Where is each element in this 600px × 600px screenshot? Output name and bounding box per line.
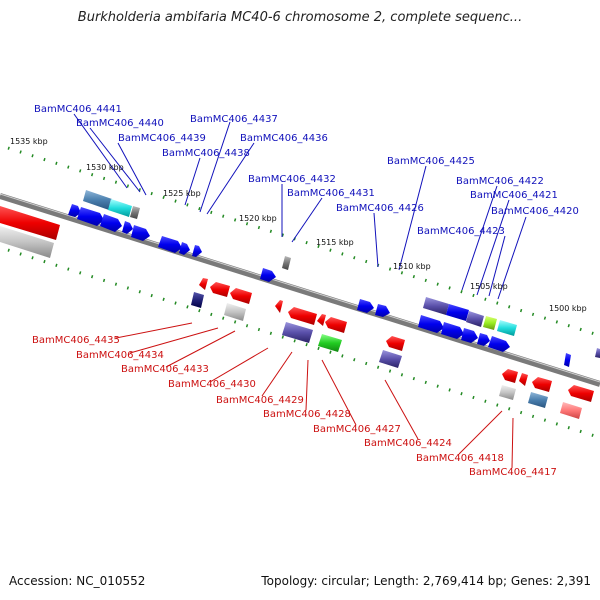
gene-feature[interactable] — [483, 316, 497, 330]
gene-label[interactable]: BamMC406_4420 — [491, 206, 579, 217]
gene-feature[interactable] — [131, 225, 150, 241]
gene-label[interactable]: BamMC406_4438 — [162, 148, 250, 159]
gene-label[interactable]: BamMC406_4427 — [313, 424, 401, 435]
gene-feature[interactable] — [224, 303, 246, 321]
gene-feature[interactable] — [386, 336, 405, 351]
gene-label[interactable]: BamMC406_4430 — [168, 379, 256, 390]
gene-feature[interactable] — [199, 278, 208, 290]
upper-gene-labels: BamMC406_4441 BamMC406_4440 BamMC406_443… — [34, 104, 579, 237]
scale-label: 1530 kbp — [86, 163, 124, 172]
scale-dots-upper — [7, 146, 596, 336]
gene-label[interactable]: BamMC406_4437 — [190, 114, 278, 125]
gene-feature[interactable] — [423, 297, 449, 315]
gene-feature[interactable] — [317, 314, 326, 326]
gene-feature[interactable] — [499, 385, 516, 400]
gene-feature[interactable] — [325, 317, 347, 333]
gene-feature[interactable] — [446, 304, 469, 321]
lower-gene-labels: BamMC406_4435 BamMC406_4434 BamMC406_443… — [32, 335, 557, 478]
gene-feature[interactable] — [477, 333, 490, 346]
scale-label: 1500 kbp — [549, 304, 587, 313]
gene-feature[interactable] — [564, 353, 571, 367]
gene-label[interactable]: BamMC406_4418 — [416, 453, 504, 464]
scale-label: 1510 kbp — [393, 262, 431, 271]
gene-label[interactable]: BamMC406_4433 — [121, 364, 209, 375]
gene-label[interactable]: BamMC406_4434 — [76, 350, 164, 361]
gene-feature[interactable] — [210, 282, 230, 297]
gene-feature[interactable] — [357, 299, 374, 313]
gene-feature[interactable] — [191, 292, 204, 308]
gene-feature[interactable] — [77, 207, 104, 226]
gene-feature[interactable] — [379, 350, 402, 368]
gene-feature[interactable] — [519, 373, 528, 386]
gene-label[interactable]: BamMC406_4424 — [364, 438, 452, 449]
gene-label[interactable]: BamMC406_4426 — [336, 203, 424, 214]
scale-label: 1515 kbp — [316, 238, 354, 247]
topology-summary: Topology: circular; Length: 2,769,414 bp… — [261, 574, 591, 588]
gene-feature[interactable] — [461, 328, 478, 343]
gene-feature[interactable] — [100, 214, 122, 232]
gene-feature[interactable] — [288, 307, 317, 325]
gene-feature[interactable] — [282, 256, 291, 270]
map-title: Burkholderia ambifaria MC40-6 chromosome… — [77, 10, 523, 25]
gene-feature[interactable] — [68, 204, 81, 217]
gene-feature[interactable] — [502, 369, 518, 383]
scale-dots-lower — [7, 248, 596, 438]
gene-feature[interactable] — [568, 385, 594, 402]
gene-feature[interactable] — [158, 236, 182, 253]
gene-feature[interactable] — [108, 199, 132, 217]
accession-label: Accession: NC_010552 — [9, 574, 146, 588]
gene-label[interactable]: BamMC406_4421 — [470, 190, 558, 201]
gene-label[interactable]: BamMC406_4435 — [32, 335, 120, 346]
gene-feature[interactable] — [418, 315, 444, 333]
upper-leader-lines — [73, 113, 527, 300]
gene-label[interactable]: BamMC406_4425 — [387, 156, 475, 167]
gene-feature[interactable] — [375, 304, 390, 317]
scale-label: 1505 kbp — [470, 282, 508, 291]
scale-label: 1535 kbp — [10, 137, 48, 146]
gene-feature[interactable] — [595, 348, 600, 358]
gene-feature[interactable] — [230, 288, 252, 304]
gene-feature[interactable] — [0, 206, 60, 240]
gene-label[interactable]: BamMC406_4439 — [118, 133, 206, 144]
gene-feature[interactable] — [179, 242, 190, 255]
gene-feature[interactable] — [83, 190, 112, 210]
gene-label[interactable]: BamMC406_4417 — [469, 467, 557, 478]
scale-label: 1520 kbp — [239, 214, 277, 223]
gene-label[interactable]: BamMC406_4423 — [417, 226, 505, 237]
scale-label: 1525 kbp — [163, 189, 201, 198]
gene-label[interactable]: BamMC406_4428 — [263, 409, 351, 420]
gene-label[interactable]: BamMC406_4436 — [240, 133, 328, 144]
lower-leader-lines — [115, 322, 514, 469]
gene-feature[interactable] — [441, 322, 464, 339]
gene-feature[interactable] — [282, 322, 313, 343]
gene-feature[interactable] — [275, 300, 283, 313]
gene-label[interactable]: BamMC406_4431 — [287, 188, 375, 199]
gene-feature[interactable] — [488, 336, 510, 352]
gene-feature[interactable] — [466, 311, 484, 327]
gene-label[interactable]: BamMC406_4441 — [34, 104, 122, 115]
gene-label[interactable]: BamMC406_4429 — [216, 395, 304, 406]
gene-feature[interactable] — [0, 226, 54, 258]
gene-feature[interactable] — [130, 206, 140, 219]
gene-label[interactable]: BamMC406_4440 — [76, 118, 164, 129]
gene-feature[interactable] — [260, 268, 276, 282]
scale-labels: 1535 kbp 1530 kbp 1525 kbp 1520 kbp 1515… — [10, 137, 587, 313]
gene-label[interactable]: BamMC406_4432 — [248, 174, 336, 185]
gene-feature[interactable] — [560, 402, 582, 419]
gene-label[interactable]: BamMC406_4422 — [456, 176, 544, 187]
gene-feature[interactable] — [532, 377, 552, 392]
gene-feature[interactable] — [497, 320, 517, 336]
gene-feature[interactable] — [318, 334, 342, 352]
gene-feature[interactable] — [528, 392, 548, 408]
gene-feature[interactable] — [192, 245, 202, 257]
gene-feature[interactable] — [122, 221, 133, 234]
chromosome-backbone — [0, 193, 600, 387]
